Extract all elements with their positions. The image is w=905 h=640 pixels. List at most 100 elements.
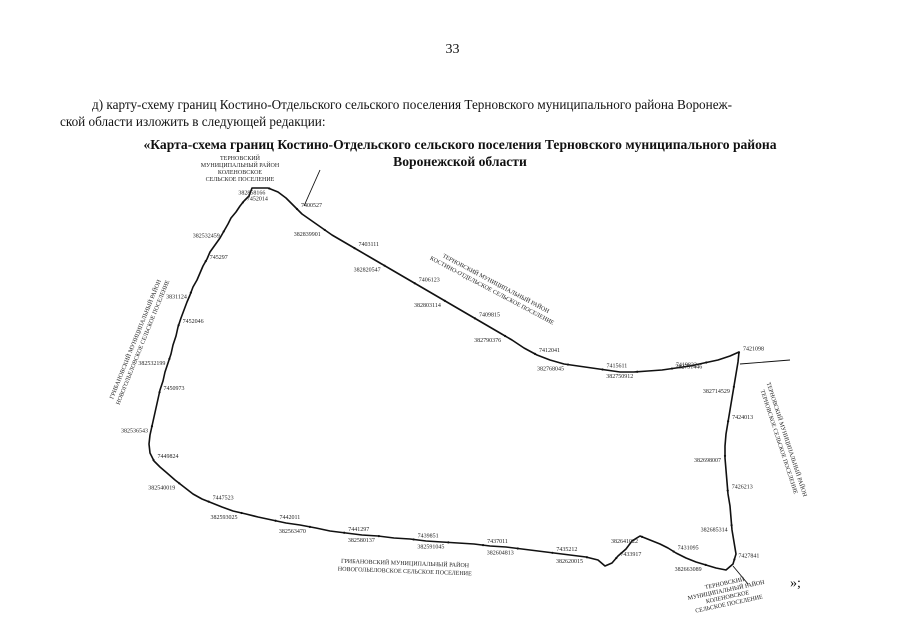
boundary-point-label: 7406123 xyxy=(419,277,440,283)
boundary-point-marker xyxy=(727,420,730,423)
boundary-point-label: 382790376 xyxy=(474,338,501,344)
neighbor-top-line-4: СЕЛЬСКОЕ ПОСЕЛЕНИЕ xyxy=(206,177,275,183)
boundary-point-label: 7415611 xyxy=(607,364,628,370)
boundary-point-label: 382803114 xyxy=(414,303,441,309)
boundary-point-label: 7421098 xyxy=(743,346,764,352)
boundary-point-marker xyxy=(240,511,243,515)
boundary-point-label: 7447523 xyxy=(213,496,234,502)
boundary-point-marker xyxy=(377,535,380,538)
boundary-point-marker xyxy=(241,201,244,204)
boundary-point-label: 382604813 xyxy=(487,550,514,556)
spur-line-top xyxy=(303,169,321,207)
boundary-point-marker xyxy=(705,361,708,364)
neighbor-bottom-right-label: ТЕРНОВСКИЙ МУНИЦИПАЛЬНЫЙ РАЙОН КОЛЕНОВСК… xyxy=(687,575,766,615)
boundary-point-marker xyxy=(601,368,604,371)
boundary-point-label: 7409815 xyxy=(479,312,500,318)
neighbor-top-line-3: КОЛЕНОВСКОЕ xyxy=(218,170,262,176)
boundary-point-marker xyxy=(473,317,477,320)
boundary-point-label: 7439851 xyxy=(418,533,439,539)
boundary-point-marker xyxy=(158,391,161,394)
boundary-point-label: 7403111 xyxy=(358,242,379,248)
boundary-point-marker xyxy=(726,489,729,492)
intro-line-1: д) карту-схему границ Костино-Отдельског… xyxy=(92,97,733,112)
boundary-point-label: 382839901 xyxy=(294,232,321,238)
boundary-point-marker xyxy=(413,282,416,285)
map-title: «Карта-схема границ Костино-Отдельского … xyxy=(100,136,820,170)
boundary-point-label: 7449824 xyxy=(157,454,178,460)
closing-mark: »; xyxy=(790,576,801,591)
boundary-point-marker xyxy=(222,230,225,233)
neighbor-top-line-2: МУНИЦИПАЛЬНЫЙ РАЙОН xyxy=(201,161,280,169)
boundary-point-label: 382820547 xyxy=(354,268,381,274)
point-labels: 7452014382532459745297383112474520463825… xyxy=(121,187,764,573)
boundary-point-label: 7412041 xyxy=(539,348,560,354)
boundary-point-marker xyxy=(516,547,519,550)
boundary-point-label: 382580137 xyxy=(348,538,375,544)
spur-line-right xyxy=(739,359,791,365)
boundary-point-label: 7442011 xyxy=(280,515,301,521)
boundary-point-marker xyxy=(177,324,180,327)
boundary-point-marker xyxy=(732,385,735,388)
neighbor-bottom-line-2: НОВОГОЛЬЕЛОВСКОЕ СЕЛЬСКОЕ ПОСЕЛЕНИЕ xyxy=(338,567,472,578)
boundary-point-label: 7419822 xyxy=(676,363,697,369)
boundary-point-label: 382532199 xyxy=(138,361,165,367)
boundary-point-label: 382731446 xyxy=(675,365,702,371)
boundary-point-label: 7426213 xyxy=(732,485,753,491)
boundary-point-label: 7437011 xyxy=(487,539,508,545)
neighbor-left-line-1: ГРИБАНОВСКИЙ МУНИЦИПАЛЬНЫЙ РАЙОН xyxy=(107,278,163,400)
map-title-line-1: «Карта-схема границ Костино-Отдельского … xyxy=(143,137,777,152)
boundary-point-marker xyxy=(383,264,386,267)
boundary-point-marker xyxy=(207,500,210,503)
boundary-point-label: 382685314 xyxy=(701,527,728,533)
boundary-point-marker xyxy=(636,370,639,373)
boundary-point-label: 382768045 xyxy=(537,367,564,373)
boundary-point-marker xyxy=(343,531,346,534)
boundary-point-marker xyxy=(204,260,207,263)
boundary-point-marker xyxy=(733,558,736,561)
boundary-point-label: 382698007 xyxy=(694,458,721,464)
boundary-point-label: 382750912 xyxy=(606,374,633,380)
boundary-point-marker xyxy=(295,207,299,211)
boundary-point-marker xyxy=(152,458,155,462)
boundary-point-marker xyxy=(481,544,485,547)
boundary-point-marker xyxy=(585,556,589,559)
boundary-point-marker xyxy=(412,538,415,541)
boundary-point-label: 382591045 xyxy=(417,544,444,550)
boundary-point-label: 7441297 xyxy=(348,527,369,533)
spur-line-bottom xyxy=(732,565,749,585)
boundary-point-marker xyxy=(730,524,733,527)
boundary-point-marker xyxy=(168,357,171,360)
boundary-point-marker xyxy=(308,525,311,528)
intro-line-2: ской области изложить в следующей редакц… xyxy=(60,114,326,129)
boundary-point-label: 7433917 xyxy=(620,552,641,558)
boundary-point-marker xyxy=(551,551,554,554)
boundary-point-label: 382641022 xyxy=(611,539,638,545)
neighbor-right-line-1: ТЕРНОВСКИЙ МУНИЦИПАЛЬНЫЙ РАЙОН xyxy=(765,381,810,498)
boundary-point-label: 382532459 xyxy=(193,233,220,239)
boundary-point-marker xyxy=(672,550,675,553)
neighbor-bottom-label: ГРИБАНОВСКИЙ МУНИЦИПАЛЬНЫЙ РАЙОН НОВОГОЛ… xyxy=(338,557,472,578)
boundary-point-label: 7452046 xyxy=(183,319,204,325)
page-number: 33 xyxy=(445,42,460,57)
neighbor-right-label: ТЕРНОВСКИЙ МУНИЦИПАЛЬНЫЙ РАЙОН ТЕРНОВСКО… xyxy=(759,381,810,498)
boundary-point-label: 7452014 xyxy=(247,196,268,202)
neighbor-top-line-1: ТЕРНОВСКИЙ xyxy=(220,154,261,162)
boundary-point-label: 382858166 xyxy=(238,191,265,197)
boundary-point-label: 382540019 xyxy=(148,485,175,491)
neighbor-upper-right-line-1: ТЕРНОВСКИЙ МУНИЦИПАЛЬНЫЙ РАЙОН xyxy=(441,252,551,316)
boundary-point-label: 382536543 xyxy=(121,428,148,434)
boundary-point-label: 382714529 xyxy=(703,389,730,395)
boundary-point-label: 745297 xyxy=(210,255,228,261)
boundary-point-label: 7424013 xyxy=(732,415,753,421)
boundary-point-label: 7450973 xyxy=(164,386,185,392)
boundary-point-marker xyxy=(640,535,644,538)
boundary-point-marker xyxy=(323,228,326,232)
boundary-point-label: 382593025 xyxy=(211,515,238,521)
boundary-point-marker xyxy=(670,367,674,370)
boundary-point-label: 382620015 xyxy=(556,559,583,565)
boundary-point-marker xyxy=(353,247,356,250)
boundary-point-marker xyxy=(274,519,277,522)
intro-paragraph: д) карту-схему границ Костино-Отдельског… xyxy=(60,96,812,130)
boundary-point-marker xyxy=(566,363,570,366)
